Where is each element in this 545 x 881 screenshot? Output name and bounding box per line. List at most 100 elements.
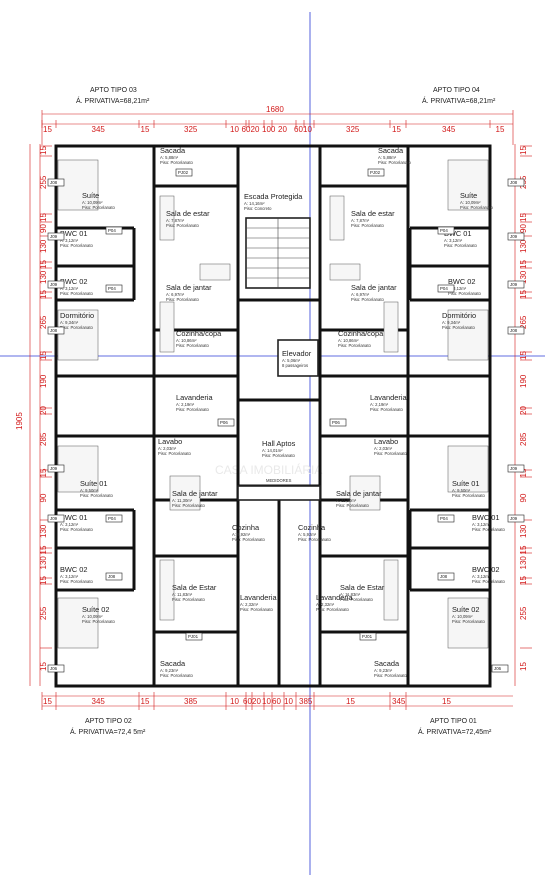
apt-br-area: Á. PRIVATIVA=72,45m² [418,727,492,736]
dim-bottom-5: 60 [243,697,252,706]
watermark: CASA IMOBILIÁRIA [215,462,322,477]
dim-bottom-12: 345 [392,697,406,706]
room-floor: Piso: Porcelanato [172,597,205,602]
apt-tr-title: APTO TIPO 04 [433,87,480,94]
room-area: A: 9,34m² [442,320,461,325]
room-name: Cozinha/copa [176,329,222,338]
room-area: A: 6,97m² [351,292,370,297]
room-floor: Piso: Porcelanato [316,607,349,612]
dim-right-10: 190 [519,374,528,388]
room-area: A: 5,06m² [282,358,301,363]
opening-tag: J06 [491,664,509,673]
room-floor: Piso: Porcelanato [60,527,93,532]
opening-tag-label: J09 [50,516,58,521]
apt-bl-area: Á. PRIVATIVA=72,4 5m² [70,727,146,736]
room-floor: Piso: Porcelanato [60,291,93,296]
room-name: Cozinha [298,523,326,532]
room-name: Sacada [378,146,404,155]
dim-right-20: 15 [519,662,528,671]
room-floor: Piso: Porcelanato [374,673,407,678]
room-floor: Piso: Porcelanato [374,451,407,456]
opening-tag: J08 [507,326,525,335]
room-floor: Piso: Porcelanato [172,503,205,508]
dim-top-4: 10 [230,125,239,134]
room-name: Lavanderia [316,593,353,602]
room-area: A: 10,09m² [82,614,103,619]
room-name: Sala de jantar [351,283,397,292]
dim-top-14: 15 [496,125,505,134]
dim-top-10: 10 [303,125,312,134]
dim-left-2: 15 [39,213,48,222]
opening-tag-label: P04 [108,286,116,291]
opening-tag: PJ02 [175,168,193,177]
room-floor: Piso: Porcelanato [452,493,485,498]
dim-left-7: 15 [39,290,48,299]
opening-tag: PJ01 [185,632,203,641]
opening-tag: P04 [437,226,455,235]
room-floor: Piso: Porcelanato [460,205,493,210]
dim-right-5: 15 [519,260,528,269]
room-area: A: 2,03m² [374,446,393,451]
room-area: A: 9,34m² [60,320,79,325]
room-area: A: 2,03m² [158,446,177,451]
opening-tag: P04 [105,514,123,523]
room-area: A: 11,30m² [172,498,193,503]
dim-right-14: 90 [519,493,528,502]
dim-left-16: 15 [39,545,48,554]
dim-left-4: 130 [39,239,48,253]
building-walls [54,144,492,688]
room-name: Sacada [160,659,186,668]
dim-right-8: 265 [519,315,528,329]
dim-left-9: 15 [39,351,48,360]
opening-tag-label: J09 [510,282,518,287]
room-floor: Piso: Porcelanato [160,160,193,165]
dim-left-12: 285 [39,432,48,446]
room-floor: Piso: Porcelanato [262,453,295,458]
opening-tag-label: J08 [510,328,518,333]
opening-tag-label: PJ02 [178,170,189,175]
opening-tag-label: PJ02 [370,170,381,175]
room-floor: Piso: Porcelanato [160,673,193,678]
room-floor: Piso: Porcelanato [80,493,113,498]
room-area: A: 10,09m² [460,200,481,205]
opening-tag: P04 [437,514,455,523]
opening-tag: J08 [437,572,455,581]
room-name: Suíte 02 [82,605,110,614]
opening-tag: J08 [105,572,123,581]
opening-tag-label: P06 [220,420,228,425]
opening-tag: PJ02 [367,168,385,177]
opening-tag: J06 [47,664,65,673]
opening-tag: J08 [507,178,525,187]
room-floor: Piso: Porcelanato [82,619,115,624]
opening-tag-label: J09 [510,466,518,471]
dim-top-3: 325 [184,125,198,134]
dim-bottom-7: 10 [262,697,271,706]
room-name: Lavanderia [240,593,277,602]
room-area: A: 10,86m² [176,338,197,343]
opening-tag: J09 [47,232,65,241]
dim-right-13: 15 [519,468,528,477]
room-name: BWC 02 [60,565,88,574]
room-name: Elevador [282,349,312,358]
room-area: A: 3,12m² [448,286,467,291]
dim-right-18: 15 [519,576,528,585]
